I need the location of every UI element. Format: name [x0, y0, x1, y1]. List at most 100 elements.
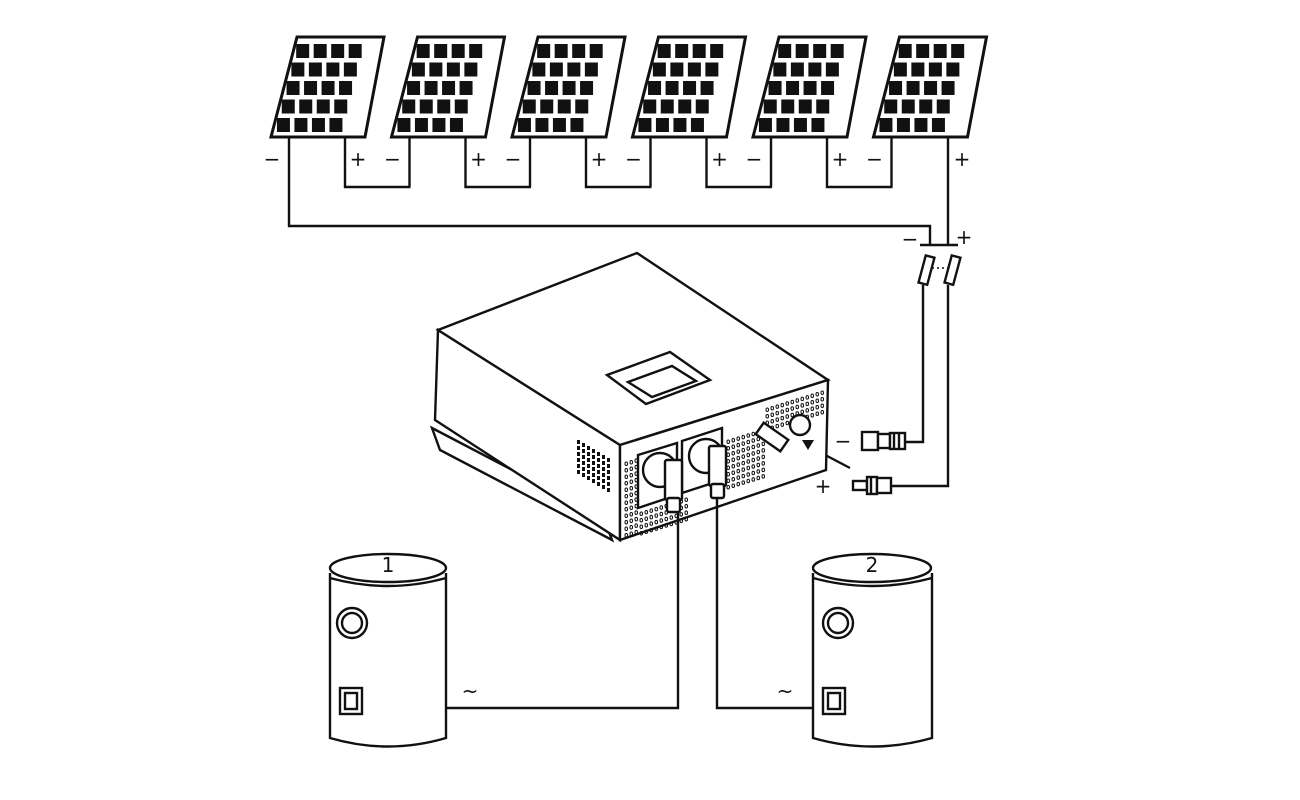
solar-cell — [589, 44, 603, 58]
solar-cell — [665, 81, 679, 95]
solar-cell — [763, 99, 777, 114]
fuse-positive-label: + — [956, 225, 973, 249]
solar-panel: −+ — [505, 35, 652, 189]
solar-cell — [648, 81, 662, 95]
solar-cell — [825, 62, 839, 77]
solar-cell — [803, 81, 817, 95]
solar-panel: −+ — [625, 35, 772, 189]
solar-cell — [584, 62, 598, 77]
solar-cell — [402, 99, 416, 114]
panel-positive-terminal-label: + — [954, 147, 971, 171]
solar-cell — [316, 99, 330, 114]
connector-positive-label: + — [815, 474, 832, 498]
solar-cell — [294, 118, 308, 132]
solar-cell — [808, 62, 822, 77]
tank-1-number: 1 — [382, 553, 395, 577]
solar-cell — [643, 99, 657, 114]
solar-cell — [527, 81, 541, 95]
solar-cell — [554, 44, 568, 58]
inverter — [429, 251, 831, 543]
solar-cell — [687, 62, 701, 77]
ac-wire-tank-1 — [446, 512, 680, 710]
panel-positive-terminal-label: + — [470, 147, 487, 171]
solar-cell — [898, 44, 912, 58]
solar-cell — [434, 44, 448, 58]
solar-panel-array: −+−+−+−+−+−+ — [264, 35, 989, 189]
solar-cell — [451, 44, 465, 58]
solar-cell — [705, 62, 719, 77]
solar-cell — [933, 44, 947, 58]
solar-cell — [670, 62, 684, 77]
solar-panel: −+ — [746, 35, 893, 189]
solar-cell — [652, 62, 666, 77]
solar-cell — [638, 118, 652, 132]
solar-cell — [419, 99, 433, 114]
solar-cell — [941, 81, 955, 95]
series-link-wire — [705, 137, 772, 189]
panel-negative-terminal-label: − — [866, 147, 883, 171]
solar-cell — [552, 118, 566, 132]
solar-cell — [879, 118, 893, 132]
solar-cell — [914, 118, 928, 132]
solar-cell — [281, 99, 295, 114]
negative-return-wire — [287, 137, 932, 245]
solar-cell — [893, 62, 907, 77]
solar-cell — [781, 99, 795, 114]
solar-cell — [291, 62, 305, 77]
solar-cell — [570, 118, 584, 132]
fuse-icon — [890, 253, 962, 488]
solar-cell — [884, 99, 898, 114]
solar-cell — [778, 44, 792, 58]
fuse-negative-label: − — [902, 227, 919, 251]
solar-cell — [790, 62, 804, 77]
solar-cell — [339, 81, 353, 95]
solar-cell — [326, 62, 340, 77]
solar-cell — [449, 118, 463, 132]
panel-positive-terminal-label: + — [350, 147, 367, 171]
series-link-wire — [343, 137, 411, 189]
solar-cell — [793, 118, 807, 132]
mc4-connector-positive-icon — [851, 475, 893, 496]
dc-input-socket — [788, 413, 812, 437]
solar-cell — [537, 44, 551, 58]
solar-cell — [286, 81, 300, 95]
solar-cell — [304, 81, 318, 95]
solar-cell — [424, 81, 438, 95]
solar-cell — [816, 99, 830, 114]
solar-cell — [429, 62, 443, 77]
panel-positive-terminal-label: + — [711, 147, 728, 171]
solar-cell — [557, 99, 571, 114]
solar-cell — [776, 118, 790, 132]
solar-cell — [464, 62, 478, 77]
solar-cell — [683, 81, 697, 95]
solar-cell — [710, 44, 724, 58]
series-link-wire — [464, 137, 531, 189]
solar-cell — [675, 44, 689, 58]
solar-cell — [936, 99, 950, 114]
solar-cell — [469, 44, 483, 58]
solar-cell — [296, 44, 310, 58]
solar-cell — [454, 99, 468, 114]
solar-cell — [896, 118, 910, 132]
solar-cell — [397, 118, 411, 132]
solar-cell — [798, 99, 812, 114]
solar-cell — [329, 118, 343, 132]
solar-cell — [545, 81, 559, 95]
solar-cell — [446, 62, 460, 77]
solar-cell — [331, 44, 345, 58]
solar-cell — [673, 118, 687, 132]
series-link-wire — [584, 137, 652, 189]
solar-cell — [916, 44, 930, 58]
panel-positive-terminal-label: + — [832, 147, 849, 171]
solar-cell — [773, 62, 787, 77]
solar-cell — [695, 99, 709, 114]
solar-cell — [786, 81, 800, 95]
solar-cell — [919, 99, 933, 114]
panel-negative-terminal-label: − — [625, 147, 642, 171]
panel-negative-terminal-label: − — [746, 147, 763, 171]
solar-cell — [522, 99, 536, 114]
panel-negative-terminal-label: − — [505, 147, 522, 171]
dc-wiring — [287, 137, 958, 247]
panel-positive-terminal-label: + — [591, 147, 608, 171]
solar-cell — [276, 118, 290, 132]
